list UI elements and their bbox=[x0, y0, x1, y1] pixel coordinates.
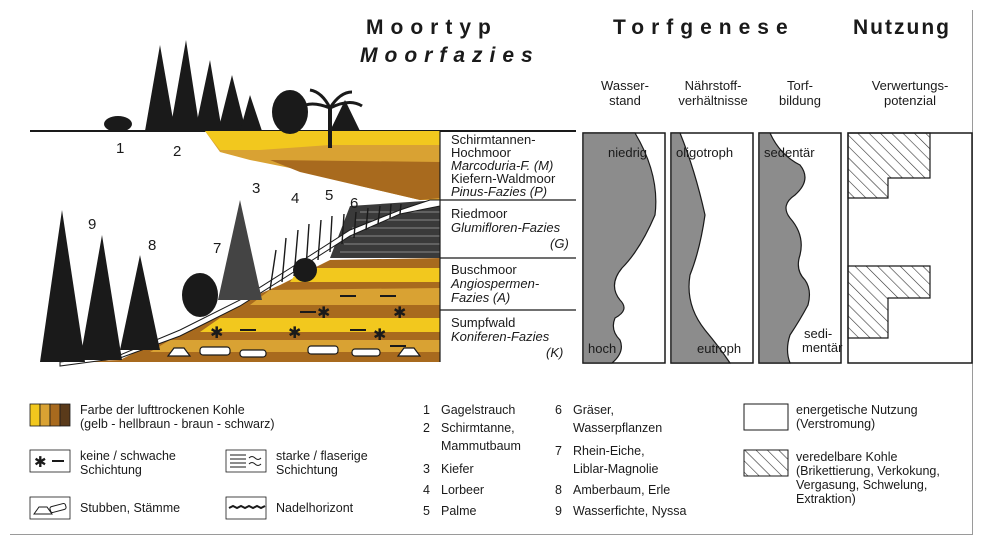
plant-1-num: 1 bbox=[423, 403, 430, 417]
usage-refinable2: (Brikettierung, Verkokung, bbox=[796, 464, 940, 478]
energetic-swatch bbox=[744, 404, 788, 430]
plant-4-name: Lorbeer bbox=[441, 483, 484, 497]
plant-2-num: 2 bbox=[423, 421, 430, 435]
refinable-swatch bbox=[744, 450, 788, 476]
legend-strong-layering2: Schichtung bbox=[276, 463, 338, 477]
svg-text:✱: ✱ bbox=[34, 453, 47, 471]
label-eutroph: eutroph bbox=[697, 342, 741, 356]
plant-6-name2: Wasserpflanzen bbox=[573, 421, 662, 435]
col-torfbildung: Torf- bildung bbox=[760, 78, 840, 108]
plant-5-num: 5 bbox=[423, 504, 430, 518]
num-4: 4 bbox=[291, 190, 299, 207]
plant-7-name: Rhein-Eiche, bbox=[573, 444, 645, 458]
moor-sumpf-name: Sumpfwald bbox=[451, 316, 515, 330]
usage-energetic: energetische Nutzung bbox=[796, 403, 918, 417]
plant-7-num: 7 bbox=[555, 444, 562, 458]
stumps-symbol bbox=[30, 497, 70, 519]
plant-3-num: 3 bbox=[423, 462, 430, 476]
num-1: 1 bbox=[116, 140, 124, 157]
col-wasserstand: Wasser- stand bbox=[585, 78, 665, 108]
plant-8-num: 8 bbox=[555, 483, 562, 497]
svg-text:✱: ✱ bbox=[317, 303, 330, 322]
moor-ried-facies: Glumifloren-Fazies bbox=[451, 221, 560, 235]
svg-text:✱: ✱ bbox=[210, 323, 223, 342]
legend-weak-layering: keine / schwache bbox=[80, 449, 176, 463]
plant-9-name: Wasserfichte, Nyssa bbox=[573, 504, 686, 518]
header-nutzung: Nutzung bbox=[853, 16, 951, 40]
moor-ried-code: (G) bbox=[550, 237, 569, 251]
svg-text:✱: ✱ bbox=[288, 323, 301, 342]
plant-8-name: Amberbaum, Erle bbox=[573, 483, 670, 497]
strong-layering-symbol bbox=[226, 450, 266, 472]
legend-needle-horizon: Nadelhorizont bbox=[276, 501, 353, 515]
moor-busch-facies: Angiospermen- bbox=[451, 277, 539, 291]
weak-layering-symbol: ✱ bbox=[30, 450, 70, 472]
plant-2-name: Schirmtanne, bbox=[441, 421, 515, 435]
label-hoch: hoch bbox=[588, 342, 616, 356]
col-verwertung: Verwertungs- potenzial bbox=[848, 78, 972, 108]
svg-text:✱: ✱ bbox=[373, 325, 386, 344]
plant-6-name: Gräser, bbox=[573, 403, 614, 417]
usage-refinable3: Vergasung, Schwelung, bbox=[796, 478, 927, 492]
plant-9-num: 9 bbox=[555, 504, 562, 518]
num-9: 9 bbox=[88, 216, 96, 233]
usage-refinable: veredelbare Kohle bbox=[796, 450, 897, 464]
plant-2-name2: Mammutbaum bbox=[441, 439, 521, 453]
num-7: 7 bbox=[213, 240, 221, 257]
header-torfgenese: Torfgenese bbox=[613, 16, 795, 40]
moor-ried-name: Riedmoor bbox=[451, 207, 507, 221]
plant-3-name: Kiefer bbox=[441, 462, 474, 476]
label-niedrig: niedrig bbox=[608, 146, 647, 160]
usage-energetic2: (Verstromung) bbox=[796, 417, 875, 431]
legend-stumps: Stubben, Stämme bbox=[80, 501, 180, 515]
num-5: 5 bbox=[325, 187, 333, 204]
legend-strong-layering: starke / flaserige bbox=[276, 449, 368, 463]
moor-sumpf-facies: Koniferen-Fazies bbox=[451, 330, 549, 344]
label-sedimentaer-1: sedi- bbox=[804, 327, 832, 341]
coal-color-swatch bbox=[30, 404, 70, 426]
legend-weak-layering2: Schichtung bbox=[80, 463, 142, 477]
label-sedentaer: sedentär bbox=[764, 146, 815, 160]
plant-1-name: Gagelstrauch bbox=[441, 403, 515, 417]
plant-4-num: 4 bbox=[423, 483, 430, 497]
num-6: 6 bbox=[350, 195, 358, 212]
label-oligotroph: oligotroph bbox=[676, 146, 733, 160]
moor-waldmoor-facies: Pinus-Fazies (P) bbox=[451, 185, 547, 199]
label-sedimentaer-2: mentär bbox=[802, 341, 842, 355]
header-moortyp: Moortyp bbox=[366, 16, 498, 40]
moor-busch-facies2: Fazies (A) bbox=[451, 291, 510, 305]
needle-horizon-symbol bbox=[226, 497, 266, 519]
legend-coal-color-sub: (gelb - hellbraun - braun - schwarz) bbox=[80, 417, 275, 431]
num-2: 2 bbox=[173, 143, 181, 160]
svg-text:✱: ✱ bbox=[393, 303, 406, 322]
plant-7-name2: Liblar-Magnolie bbox=[573, 462, 658, 476]
legend-coal-color: Farbe der lufttrockenen Kohle bbox=[80, 403, 245, 417]
plant-5-name: Palme bbox=[441, 504, 476, 518]
moor-sumpf-code: (K) bbox=[546, 346, 563, 360]
usage-refinable4: Extraktion) bbox=[796, 492, 856, 506]
col-naehrstoff: Nährstoff- verhältnisse bbox=[666, 78, 760, 108]
header-moorfazies: Moorfazies bbox=[360, 44, 540, 68]
num-8: 8 bbox=[148, 237, 156, 254]
num-3: 3 bbox=[252, 180, 260, 197]
moor-busch-name: Buschmoor bbox=[451, 263, 517, 277]
plant-6-num: 6 bbox=[555, 403, 562, 417]
